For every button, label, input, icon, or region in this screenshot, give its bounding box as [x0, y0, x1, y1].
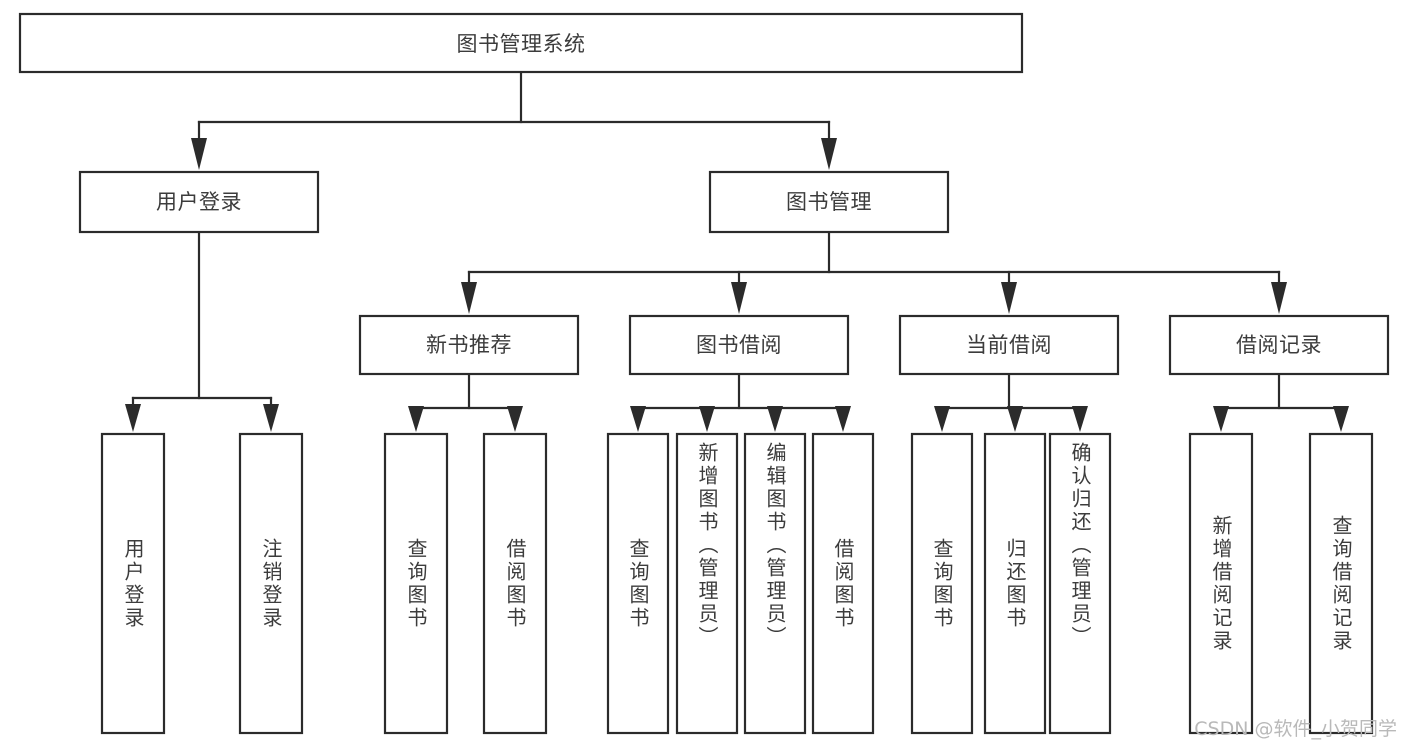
node-current-borrow-label: 当前借阅	[966, 333, 1052, 357]
connector-group-root-to-level2	[191, 70, 837, 170]
arrow-current-leaf-2	[1007, 406, 1023, 432]
arrow-records-leaf-2	[1333, 406, 1349, 432]
leaf-box-query-book-new[interactable]	[383, 432, 449, 735]
node-user-login[interactable]: 用户登录	[78, 170, 320, 234]
arrow-root-to-book-mgmt	[821, 138, 837, 170]
arrow-borrow-leaf-1	[630, 406, 646, 432]
arrow-borrow-leaf-3	[767, 406, 783, 432]
arrow-borrow-leaf-2	[699, 406, 715, 432]
arrow-newbook-leaf-2	[507, 406, 523, 432]
node-root-label: 图书管理系统	[457, 32, 586, 56]
leaf-box-user-login[interactable]	[100, 432, 166, 735]
leaf-box-borrow-book-new[interactable]	[482, 432, 548, 735]
leaf-box-logout[interactable]	[238, 432, 304, 735]
leaf-box-borrow-book[interactable]	[811, 432, 875, 735]
node-book-borrow[interactable]: 图书借阅	[628, 314, 850, 376]
connector-group-borrow-to-leaves	[630, 372, 851, 432]
node-user-login-box[interactable]	[78, 170, 320, 234]
node-current-borrow[interactable]: 当前借阅	[898, 314, 1120, 376]
arrow-current-leaf-3	[1072, 406, 1088, 432]
node-current-borrow-box[interactable]	[898, 314, 1120, 376]
arrow-bookmgmt-to-current	[1001, 282, 1017, 314]
node-new-book-recommend[interactable]: 新书推荐	[358, 314, 580, 376]
connector-group-current-to-leaves	[934, 372, 1088, 432]
node-new-book-recommend-label: 新书推荐	[426, 333, 512, 357]
arrow-bookmgmt-to-borrow	[731, 282, 747, 314]
leaf-box-query-borrow-record[interactable]	[1308, 432, 1374, 735]
connector-group-bookmgmt-to-level3	[461, 230, 1287, 314]
node-borrow-records-label: 借阅记录	[1236, 333, 1322, 357]
node-root[interactable]: 图书管理系统	[18, 12, 1024, 74]
arrow-root-to-user-login	[191, 138, 207, 170]
node-book-borrow-label: 图书借阅	[696, 333, 782, 357]
watermark-text: CSDN @软件_小贺同学	[1194, 718, 1397, 740]
leaf-box-add-book-admin[interactable]	[675, 432, 739, 735]
arrow-userlogin-leaf-1	[125, 404, 141, 432]
arrow-bookmgmt-to-newbook	[461, 282, 477, 314]
leaf-box-edit-book-admin[interactable]	[743, 432, 807, 735]
arrow-borrow-leaf-4	[835, 406, 851, 432]
node-book-management[interactable]: 图书管理	[708, 170, 950, 234]
arrow-newbook-leaf-1	[408, 406, 424, 432]
leaf-box-add-borrow-record[interactable]	[1188, 432, 1254, 735]
leaf-box-return-book[interactable]	[983, 432, 1047, 735]
connector-group-newbook-to-leaves	[408, 372, 523, 432]
arrow-bookmgmt-to-records	[1271, 282, 1287, 314]
node-book-management-box[interactable]	[708, 170, 950, 234]
leaf-box-query-book-borrow[interactable]	[606, 432, 670, 735]
node-user-login-label: 用户登录	[156, 190, 242, 214]
arrow-records-leaf-1	[1213, 406, 1229, 432]
node-root-box[interactable]	[18, 12, 1024, 74]
node-borrow-records-box[interactable]	[1168, 314, 1390, 376]
leaf-box-group	[100, 432, 1374, 735]
leaf-box-confirm-return-admin[interactable]	[1048, 432, 1112, 735]
node-book-borrow-box[interactable]	[628, 314, 850, 376]
node-book-management-label: 图书管理	[786, 190, 872, 214]
arrow-current-leaf-1	[934, 406, 950, 432]
node-new-book-recommend-box[interactable]	[358, 314, 580, 376]
connector-group-userlogin-to-leaves	[125, 230, 279, 432]
node-borrow-records[interactable]: 借阅记录	[1168, 314, 1390, 376]
connector-group-records-to-leaves	[1213, 372, 1349, 432]
arrow-userlogin-leaf-2	[263, 404, 279, 432]
leaf-box-query-book-current[interactable]	[910, 432, 974, 735]
